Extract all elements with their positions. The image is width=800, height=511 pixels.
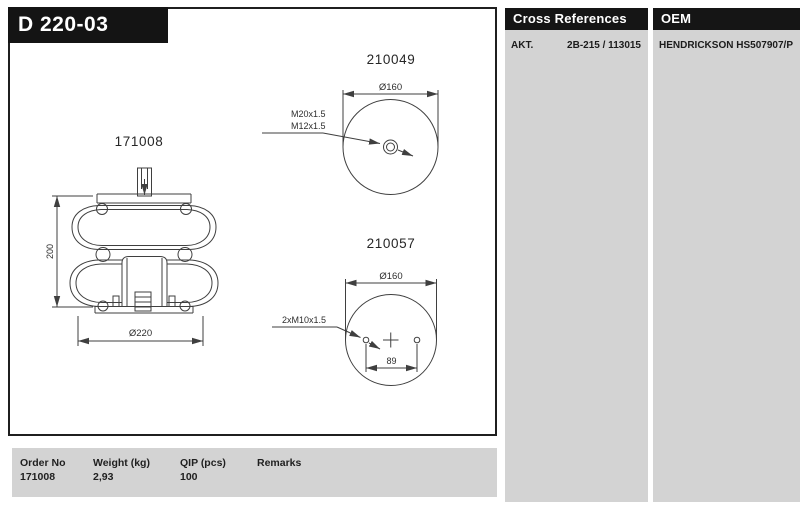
remarks-value: [257, 471, 497, 483]
height-dim-label: 200: [45, 244, 55, 259]
drawing-frame: [8, 7, 497, 436]
hole-spacing-label: 89: [386, 356, 396, 366]
thread-label-2: M12x1.5: [291, 121, 326, 131]
top-view-diameter-dimension: [342, 90, 439, 147]
thread-label-1: M20x1.5: [291, 109, 326, 119]
top-view-outline: [342, 99, 439, 195]
order-table-header-row: Order No Weight (kg) QIP (pcs) Remarks: [20, 457, 497, 469]
hole-thread-label: 2xM10x1.5: [282, 315, 326, 325]
page-title: D 220-03: [8, 7, 168, 43]
base-diameter-label: Ø220: [129, 328, 152, 339]
girdle-rings: [95, 247, 193, 262]
bottom-plate: [94, 295, 194, 314]
order-no-header: Order No: [20, 457, 66, 469]
hole-spacing-dimension: [365, 344, 418, 372]
front-view-part-number: 171008: [115, 134, 164, 149]
bottom-view-diameter-label: Ø160: [379, 271, 402, 282]
cross-references-body: AKT. 2B-215 / 113015: [505, 30, 648, 502]
oem-header: OEM: [653, 8, 800, 30]
bottom-view-diameter-dimension: [345, 279, 437, 340]
bottom-view-drawing: [272, 279, 437, 386]
oem-body: HENDRICKSON HS507907/P: [653, 30, 800, 502]
base-diameter-dimension: [77, 316, 204, 346]
bolt-hole-left: [362, 336, 370, 344]
oem-panel: OEM HENDRICKSON HS507907/P: [653, 8, 800, 502]
hole-thread-leader-line: [272, 326, 381, 350]
oem-number: HS507907/P: [736, 40, 793, 51]
bottom-view-part-number: 210057: [367, 236, 416, 251]
qip-value: 100: [180, 471, 198, 483]
top-view-drawing: [262, 90, 439, 195]
cross-references-header: Cross References: [505, 8, 648, 30]
weight-header: Weight (kg): [93, 457, 150, 469]
thread-leader-line: [262, 132, 414, 157]
qip-header: QIP (pcs): [180, 457, 226, 469]
top-plate: [96, 193, 192, 215]
remarks-header: Remarks: [257, 457, 302, 469]
center-stud-detail: [383, 139, 398, 155]
center-cross-mark: [383, 332, 399, 348]
oem-brand: HENDRICKSON: [659, 40, 734, 51]
front-view-drawing: [52, 167, 219, 346]
order-table: Order No Weight (kg) QIP (pcs) Remarks 1…: [12, 448, 497, 497]
oem-row: HENDRICKSON HS507907/P: [653, 30, 800, 51]
technical-drawing: 171008 210049 210057 200 Ø220 Ø160 M20x1…: [45, 52, 439, 386]
order-table-value-row: 171008 2,93 100: [20, 471, 497, 483]
center-piston: [121, 256, 168, 312]
weight-value: 2,93: [93, 471, 114, 483]
cross-reference-number: 2B-215 / 113015: [567, 40, 641, 51]
cross-reference-brand: AKT.: [511, 40, 534, 51]
cross-reference-row: AKT. 2B-215 / 113015: [505, 30, 648, 51]
height-dimension: [52, 195, 93, 308]
top-stud: [137, 167, 152, 197]
order-no-value: 171008: [20, 471, 56, 483]
drawing-labels: 171008 210049 210057 200 Ø220 Ø160 M20x1…: [45, 52, 415, 366]
bolt-hole-right: [413, 336, 421, 344]
top-view-diameter-label: Ø160: [379, 82, 402, 93]
top-view-part-number: 210049: [367, 52, 416, 67]
cross-references-panel: Cross References AKT. 2B-215 / 113015: [505, 8, 648, 502]
upper-bellows-lobe: [71, 205, 217, 250]
